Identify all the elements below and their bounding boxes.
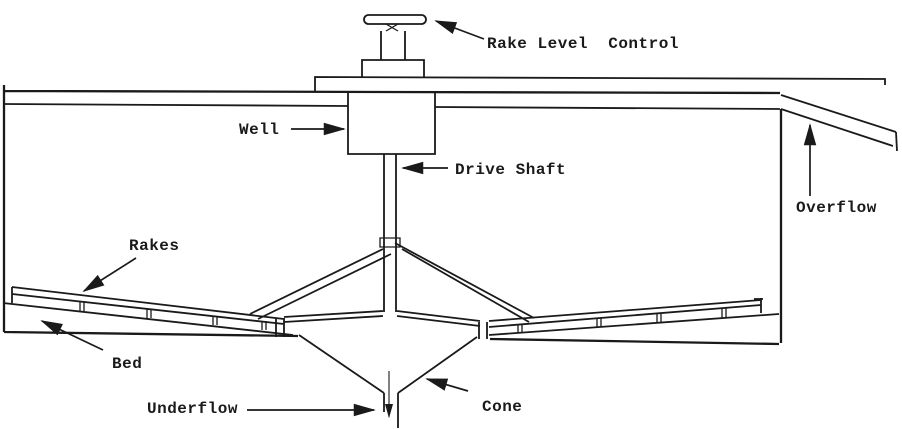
tank-rim-inner-line	[3, 103, 781, 110]
label-well: Well	[239, 121, 279, 139]
labels: Rake Level Control Well Drive Shaft Over…	[112, 35, 877, 418]
left-arm-chords	[11, 286, 285, 325]
label-underflow: Underflow	[147, 400, 238, 418]
left-arm-blades	[79, 301, 267, 330]
shaft-collar	[379, 237, 401, 248]
handwheel-icon	[363, 14, 427, 25]
leader-arrows	[40, 20, 817, 417]
tank-outline	[2, 85, 783, 346]
label-bed: Bed	[112, 355, 142, 373]
cone-and-spout	[298, 334, 478, 428]
label-cone: Cone	[482, 398, 522, 416]
rake-level-control-assembly	[361, 14, 427, 77]
cone-walls	[298, 334, 478, 428]
overflow-launder	[780, 94, 898, 152]
feed-well	[347, 93, 436, 155]
control-stem	[380, 31, 406, 60]
cone-arrow	[425, 378, 469, 392]
right-arm-inner-bracket	[478, 322, 488, 339]
rakes-arrow	[82, 257, 137, 292]
control-base	[361, 59, 425, 77]
label-rakes: Rakes	[129, 237, 180, 255]
drive-shaft-assembly	[379, 154, 401, 312]
bed-surface	[2, 302, 780, 336]
right-arm-blades	[517, 308, 727, 333]
handwheel-hub-icon	[385, 23, 399, 32]
label-drive-shaft: Drive Shaft	[455, 161, 566, 179]
right-arm-chords	[488, 298, 763, 328]
truss-braces	[249, 242, 535, 327]
drive-shaft-lines	[383, 154, 397, 312]
label-rake-level-control: Rake Level Control	[487, 35, 679, 53]
apex-chords	[283, 310, 481, 327]
rake-level-control-arrow	[434, 20, 485, 40]
right-rake-arm	[478, 298, 763, 339]
tank-shell	[2, 85, 783, 346]
bridge-platform	[314, 76, 886, 91]
label-overflow: Overflow	[796, 199, 877, 217]
bed-arrow	[40, 320, 104, 351]
